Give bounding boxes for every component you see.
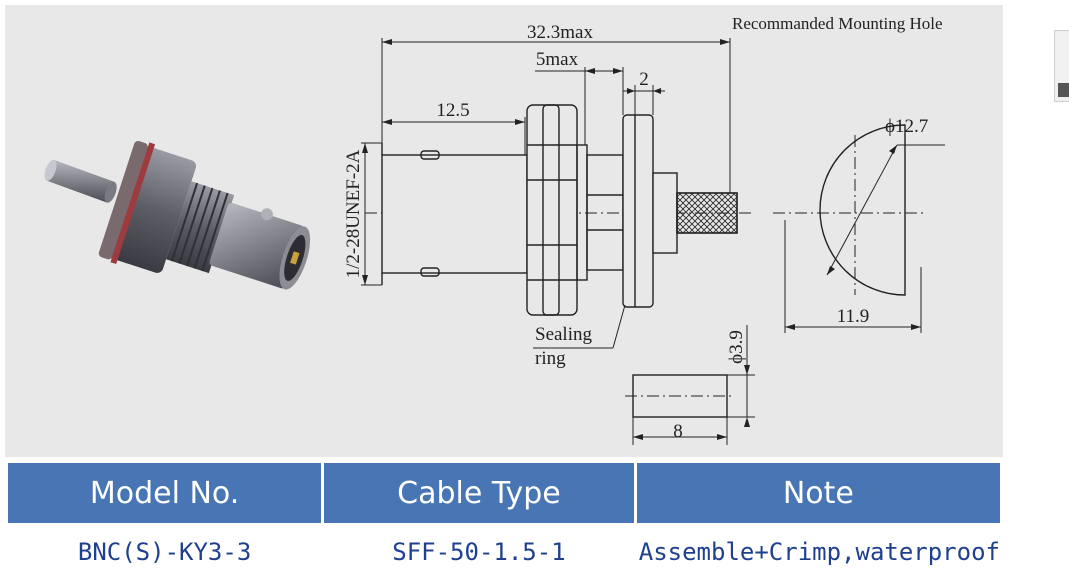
ferrule-arrows (633, 365, 750, 440)
cell-model-no: BNC(S)-KY3-3 (8, 523, 322, 581)
sealing-ring-label-line1: Sealing (535, 324, 592, 345)
cell-note: Assemble+Crimp,waterproof (636, 523, 1000, 581)
dim-hole-flat: 11.9 (837, 306, 870, 327)
spec-table: Model No. Cable Type Note BNC(S)-KY3-3 S… (5, 463, 1003, 581)
technical-drawing: 32.3max 5max 2 12.5 1/2-28UNEF-2A Recomm… (5, 5, 1003, 457)
table-row: BNC(S)-KY3-3 SFF-50-1.5-1 Assemble+Crimp… (8, 523, 1000, 581)
dim-hole-diameter: ϕ12.7 (885, 116, 928, 137)
side-thumbnail[interactable] (1054, 30, 1069, 102)
cell-cable-type: SFF-50-1.5-1 (324, 523, 634, 581)
mounting-hole-arrows (785, 145, 921, 330)
side-view (365, 104, 753, 316)
dim-panel-thickness: 5max (536, 49, 579, 70)
mounting-hole-title: Recommanded Mounting Hole (732, 14, 943, 33)
table-header-row: Model No. Cable Type Note (8, 463, 1000, 523)
header-model-no: Model No. (8, 463, 322, 523)
connector-render (44, 140, 311, 290)
thumbnail-chip (1058, 83, 1069, 97)
dimension-lines (361, 38, 731, 349)
dim-ferrule-length: 8 (673, 421, 683, 442)
sealing-ring-label-line2: ring (535, 348, 566, 369)
dimension-arrows (362, 39, 730, 285)
dim-overall-length: 32.3max (527, 22, 593, 43)
header-note: Note (636, 463, 1000, 523)
mounting-hole-view (773, 124, 945, 333)
dim-ferrule-diameter: ϕ3.9 (726, 330, 747, 364)
header-cable-type: Cable Type (324, 463, 634, 523)
dim-body-length: 12.5 (436, 100, 469, 121)
dim-thread-spec: 1/2-28UNEF-2A (343, 149, 364, 278)
ferrule-view (625, 325, 755, 445)
dim-flange: 2 (639, 69, 649, 90)
